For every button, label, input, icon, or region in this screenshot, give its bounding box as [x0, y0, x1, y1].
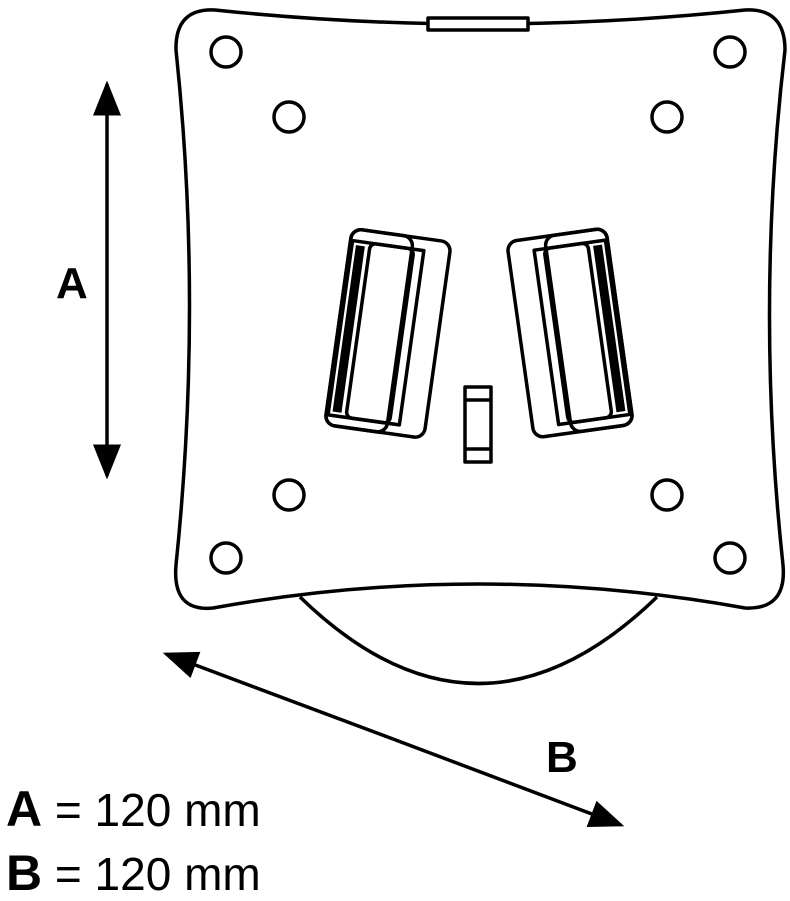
swivel-base: [298, 595, 659, 686]
right-bracket: [506, 227, 634, 439]
screw-hole: [272, 478, 306, 512]
screw-hole: [209, 541, 243, 575]
screw-hole: [713, 35, 747, 69]
legend-key: A: [6, 781, 43, 837]
screw-holes: [209, 35, 747, 575]
label-b: B: [546, 733, 578, 782]
legend-value: 120 mm: [94, 784, 261, 836]
legend-b: B = 120 mm: [6, 848, 261, 898]
top-tab: [426, 16, 530, 32]
screw-hole: [650, 100, 684, 134]
legend-value: 120 mm: [94, 848, 261, 900]
label-a: A: [56, 259, 88, 308]
legend-eq: =: [54, 784, 82, 836]
dimension-arrow-b-lower: [392, 737, 625, 827]
legend-eq: =: [54, 848, 82, 900]
legend-key: B: [6, 845, 43, 901]
screw-hole: [650, 478, 684, 512]
legend-a: A = 120 mm: [6, 784, 261, 834]
center-slot: [463, 385, 493, 464]
screw-hole: [713, 541, 747, 575]
screw-hole: [209, 35, 243, 69]
screw-hole: [272, 100, 306, 134]
dimension-arrow-b: [162, 651, 394, 741]
left-bracket: [324, 227, 452, 439]
mounting-plate: [173, 8, 787, 611]
